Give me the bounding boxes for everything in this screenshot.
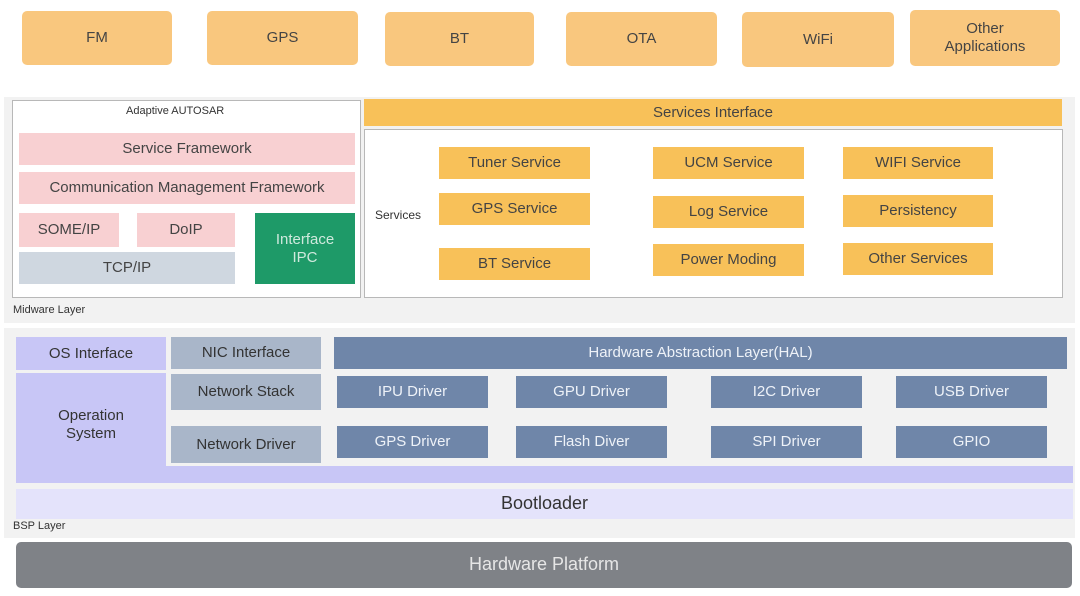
wifi-service: WIFI Service (843, 147, 993, 179)
network-stack: Network Stack (171, 374, 321, 410)
usb-driver: USB Driver (896, 376, 1047, 408)
services-label: Services (375, 208, 422, 222)
adaptive-autosar-title: Adaptive AUTOSAR (126, 105, 225, 117)
gps-driver: GPS Driver (337, 426, 488, 458)
services-interface: Services Interface (364, 99, 1062, 126)
communication-management-framework: Communication Management Framework (19, 172, 355, 204)
service-framework: Service Framework (19, 133, 355, 165)
app-gps: GPS (207, 11, 358, 65)
gps-service: GPS Service (439, 193, 590, 225)
doip: DoIP (137, 213, 235, 247)
app-bt: BT (385, 12, 534, 66)
os-interface: OS Interface (16, 337, 166, 370)
gpio: GPIO (896, 426, 1047, 458)
app-ota: OTA (566, 12, 717, 66)
bsp-layer-label: BSP Layer (13, 520, 66, 532)
interface-ipc: Interface IPC (255, 213, 355, 284)
network-driver: Network Driver (171, 426, 321, 463)
operation-system-panel (16, 373, 166, 483)
spi-driver: SPI Driver (711, 426, 862, 458)
gpu-driver: GPU Driver (516, 376, 667, 408)
bt-service: BT Service (439, 248, 590, 280)
tuner-service: Tuner Service (439, 147, 590, 179)
operation-system-strip (166, 466, 1073, 483)
tcpip: TCP/IP (19, 252, 235, 284)
nic-interface: NIC Interface (171, 337, 321, 369)
ucm-service: UCM Service (653, 147, 804, 179)
hal: Hardware Abstraction Layer(HAL) (334, 337, 1067, 369)
flash-diver: Flash Diver (516, 426, 667, 458)
persistency: Persistency (843, 195, 993, 227)
power-moding: Power Moding (653, 244, 804, 276)
app-wifi: WiFi (742, 12, 894, 67)
log-service: Log Service (653, 196, 804, 228)
hardware-platform: Hardware Platform (16, 542, 1072, 588)
midware-layer-label: Midware Layer (13, 304, 86, 316)
operation-system: Operation System (58, 407, 124, 442)
i2c-driver: I2C Driver (711, 376, 862, 408)
someip: SOME/IP (19, 213, 119, 247)
ipu-driver: IPU Driver (337, 376, 488, 408)
other-services: Other Services (843, 243, 993, 275)
bootloader: Bootloader (16, 489, 1073, 519)
app-fm: FM (22, 11, 172, 65)
app-other-applications: Other Applications (910, 10, 1060, 66)
